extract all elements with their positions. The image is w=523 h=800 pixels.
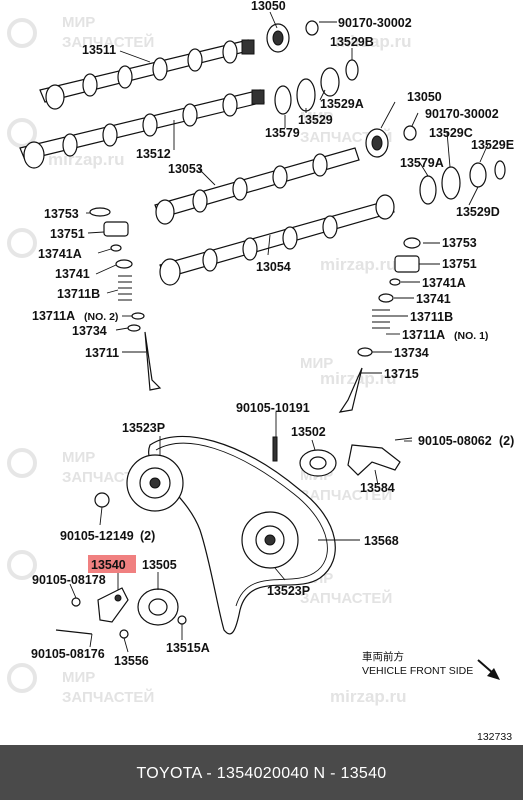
label-90105-08062[interactable]: 90105-08062 [418,434,492,448]
watermark-text: ЗАПЧАСТЕЙ [62,33,154,51]
parts-diagram: МИР ЗАПЧАСТЕЙ mirzap.ru mirzap.ru МИР ЗА… [7,0,514,743]
watermark-text: МИР [300,109,333,126]
label-13711A-right[interactable]: 13711A [402,328,445,342]
watermark-layer: МИР ЗАПЧАСТЕЙ mirzap.ru mirzap.ru МИР ЗА… [7,14,412,706]
label-13529D[interactable]: 13529D [456,205,500,219]
part-labels: 13050 90170-30002 13511 13529B 13579 135… [31,0,514,668]
label-90170-30002-upper[interactable]: 90170-30002 [338,16,412,30]
diagram-number: 132733 [477,731,512,743]
label-90105-10191[interactable]: 90105-10191 [236,401,310,415]
label-13523P-upper[interactable]: 13523P [122,421,165,435]
vehicle-front-en: VEHICLE FRONT SIDE [362,665,473,677]
camshaft-13053 [154,147,360,225]
label-13529B[interactable]: 13529B [330,35,374,49]
label-13741-right[interactable]: 13741 [416,292,451,306]
label-90170-30002-lower[interactable]: 90170-30002 [425,107,499,121]
bolt-90105-12149 [94,492,110,508]
label-13540[interactable]: 13540 [91,558,126,572]
label-13741A-left[interactable]: 13741A [38,247,82,261]
arrow-down-right-icon [477,659,500,680]
label-13711[interactable]: 13711 [85,346,119,360]
label-13568[interactable]: 13568 [364,534,399,548]
vehicle-front-jp: 車両前方 [362,650,404,663]
watermark-text: ЗАПЧАСТЕЙ [300,486,392,504]
label-90105-12149[interactable]: 90105-12149 [60,529,134,543]
gear-13050-upper [266,20,359,81]
label-13751-right[interactable]: 13751 [442,257,477,271]
label-13711B-right[interactable]: 13711B [410,310,453,324]
camshaft-13511 [39,39,255,110]
label-13734-left[interactable]: 13734 [72,324,107,338]
label-90105-12149-qty: (2) [140,529,155,543]
watermark-site: mirzap.ru [330,687,407,706]
label-13050-lower[interactable]: 13050 [407,90,442,104]
label-90105-08062-qty: (2) [499,434,514,448]
bracket-13584 [347,437,413,476]
label-13529[interactable]: 13529 [298,113,333,127]
watermark-text: МИР [300,355,333,372]
watermark-text: МИР [62,669,95,686]
label-13584[interactable]: 13584 [360,481,395,495]
highlight-box [88,555,136,573]
label-13502[interactable]: 13502 [291,425,326,439]
label-13523P-lower[interactable]: 13523P [267,584,310,598]
footer-part-info: TOYOTA - 1354020040 N - 13540 [136,765,387,782]
valve-train-left [89,207,162,391]
label-13753-left[interactable]: 13753 [44,207,79,221]
watermark-text: МИР [62,449,95,466]
rings-13529 [274,67,506,205]
watermark-text: ЗАПЧАСТЕЙ [62,688,154,706]
label-90105-08178[interactable]: 90105-08178 [32,573,106,587]
watermark-text: МИР [62,14,95,31]
label-13529A[interactable]: 13529A [320,97,364,111]
label-13511[interactable]: 13511 [82,43,116,57]
footer-bar: TOYOTA - 1354020040 N - 13540 [0,745,523,800]
label-13753-right[interactable]: 13753 [442,236,477,250]
gear-13050-lower [365,125,417,158]
watermark-site: mirzap.ru [335,32,412,51]
label-13715[interactable]: 13715 [384,367,419,381]
label-13529C[interactable]: 13529C [429,126,473,140]
label-13053[interactable]: 13053 [168,162,203,176]
idler-13502 [272,436,337,477]
label-13556[interactable]: 13556 [114,654,149,668]
watermark-site: mirzap.ru [320,255,397,274]
watermark-site: mirzap.ru [48,150,125,169]
label-90105-08176[interactable]: 90105-08176 [31,647,105,661]
vehicle-front-indicator: 車両前方 VEHICLE FRONT SIDE [362,650,500,680]
label-13741-left[interactable]: 13741 [55,267,90,281]
label-13711A-right-no: (NO. 1) [454,330,488,342]
pulley-13523P-lower [241,511,299,569]
label-13711B-left[interactable]: 13711B [57,287,100,301]
camshaft-13512 [19,89,265,169]
label-13515A[interactable]: 13515A [166,641,210,655]
label-13050-upper[interactable]: 13050 [251,0,286,13]
label-13751-left[interactable]: 13751 [50,227,85,241]
leader-lines [69,11,489,653]
label-13054[interactable]: 13054 [256,260,291,274]
label-13579A[interactable]: 13579A [400,156,444,170]
label-13711A-left-no: (NO. 2) [84,311,118,323]
camshaft-13054 [159,194,395,286]
tensioner-arm-13540 [55,587,129,639]
label-13512[interactable]: 13512 [136,147,171,161]
tensioner-13505 [137,588,187,626]
label-13741A-right[interactable]: 13741A [422,276,466,290]
pulley-13523P-upper [126,454,184,512]
label-13734-right[interactable]: 13734 [394,346,429,360]
label-13579[interactable]: 13579 [265,126,300,140]
watermark-text: ЗАПЧАСТЕЙ [300,589,392,607]
label-13529E[interactable]: 13529E [471,138,514,152]
label-13711A-left[interactable]: 13711A [32,309,75,323]
label-13505[interactable]: 13505 [142,558,177,572]
